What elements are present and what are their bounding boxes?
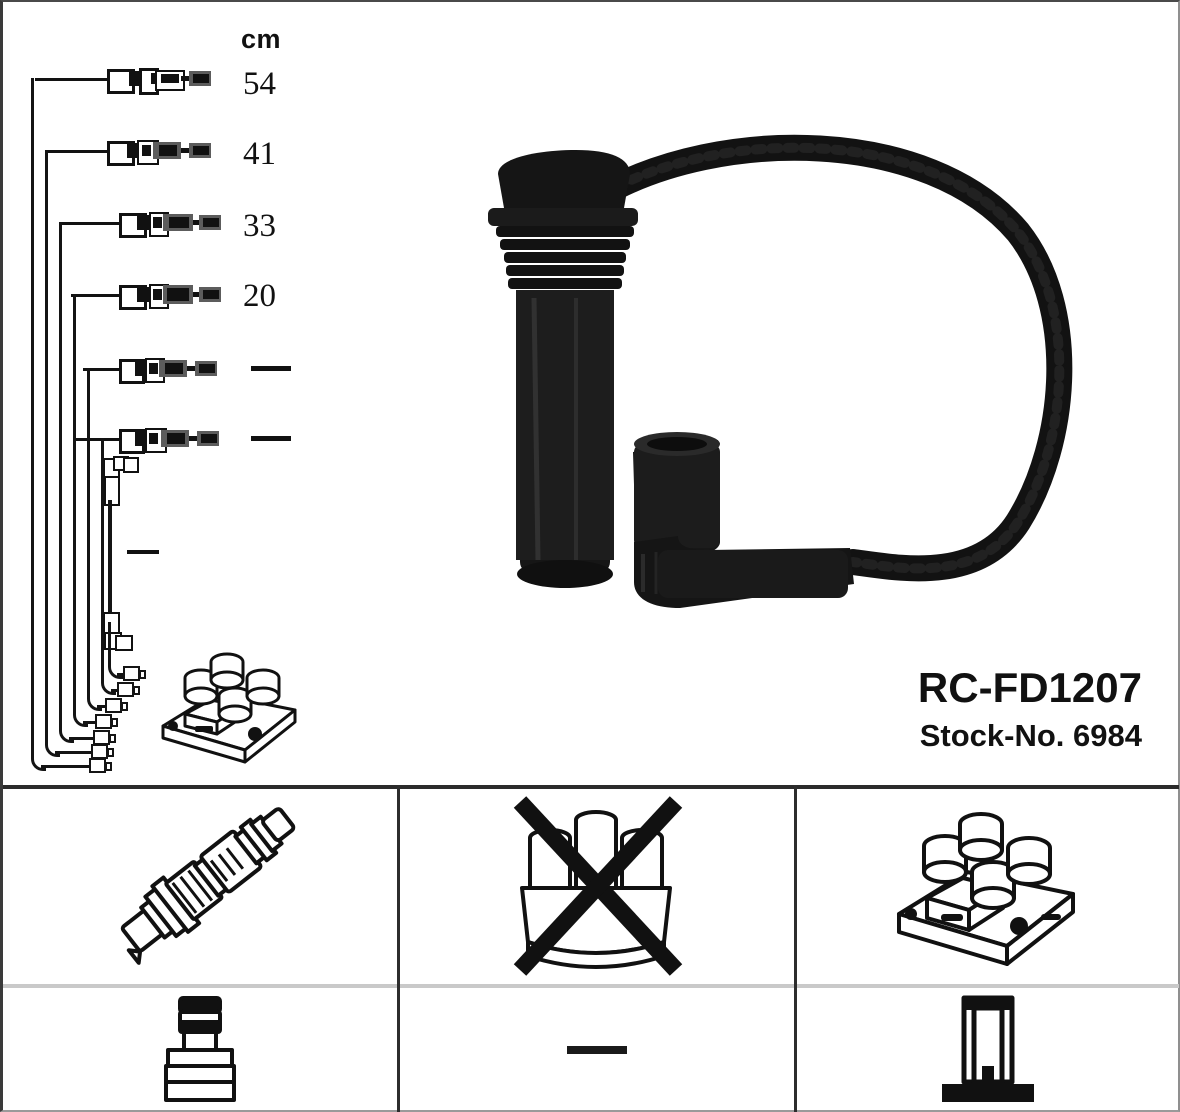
wire-assembly-5 [3,354,243,384]
wire-assembly-2 [3,136,233,166]
coil-terminal-3 [93,730,116,745]
harness-stub-1 [41,765,89,768]
measurement-value-1: 54 [243,66,276,102]
panel-2-top-cell [400,789,794,984]
unit-label: cm [241,24,282,54]
wire-assembly-3 [3,208,243,238]
harness-line-5 [87,368,102,711]
coil-terminal-5 [105,698,128,713]
ignition-coil-pack-icon [897,811,1075,966]
grid-vertical-divider-2 [794,785,797,1112]
measurement-value-7-dash [127,550,159,554]
measurement-unit-header: cm [241,26,315,53]
harness-line-7 [108,622,123,679]
panel-2-bottom-cell: — [400,988,794,1112]
measurement-value-3: 33 [243,208,276,244]
coil-terminal-2 [91,744,114,759]
measurement-value-4: 20 [243,278,276,314]
measurement-value-5-dash [251,366,291,371]
grid-vertical-divider-1 [397,785,400,1112]
distributor-cap-icon [513,795,683,976]
coil-terminal-1 [89,758,112,773]
harness-line-1 [31,78,46,771]
cross-out-mark [513,795,683,976]
harness-stub-7 [117,673,123,676]
wire-assembly-1 [3,64,233,95]
grid-middle-divider [3,984,1179,988]
harness-line-3 [59,222,74,743]
coil-terminal-6 [117,682,140,697]
panel-1-bottom-cell [3,988,397,1112]
panel-3-top-cell [797,789,1179,984]
spark-plug-icon [120,806,296,965]
harness-stub-4 [83,721,95,724]
dash-icon [567,1046,627,1054]
coil-terminal-7 [123,666,146,681]
wire-assembly-6 [3,424,243,454]
harness-stub-2 [55,751,91,754]
stock-number: Stock-No. 6984 [919,718,1142,754]
harness-line-2 [45,150,60,757]
main-assembly-illustration [488,134,1073,608]
measurement-value-6-dash [251,436,291,441]
harness-stub-6 [111,689,117,692]
harness-stub-3 [69,737,93,740]
harness-line-4 [73,294,88,727]
measurement-value-2: 41 [243,136,276,172]
harness-stub-5 [97,705,105,708]
coil-terminal-icon [942,995,1034,1102]
part-code-block: RC-FD1207 Stock-No. 6984 [918,664,1142,754]
rubber-boot-icon [164,996,236,1102]
coil-terminal-4 [95,714,118,729]
compatibility-icon-grid: — [3,785,1179,1112]
part-number: RC-FD1207 [917,664,1142,711]
grid-top-border [3,785,1179,789]
panel-1-top-cell [3,789,397,984]
coil-pack-illustration [161,652,297,764]
panel-3-bottom-cell [797,988,1179,1112]
harness-line-6 [101,438,116,695]
wire-assembly-4 [3,280,243,310]
